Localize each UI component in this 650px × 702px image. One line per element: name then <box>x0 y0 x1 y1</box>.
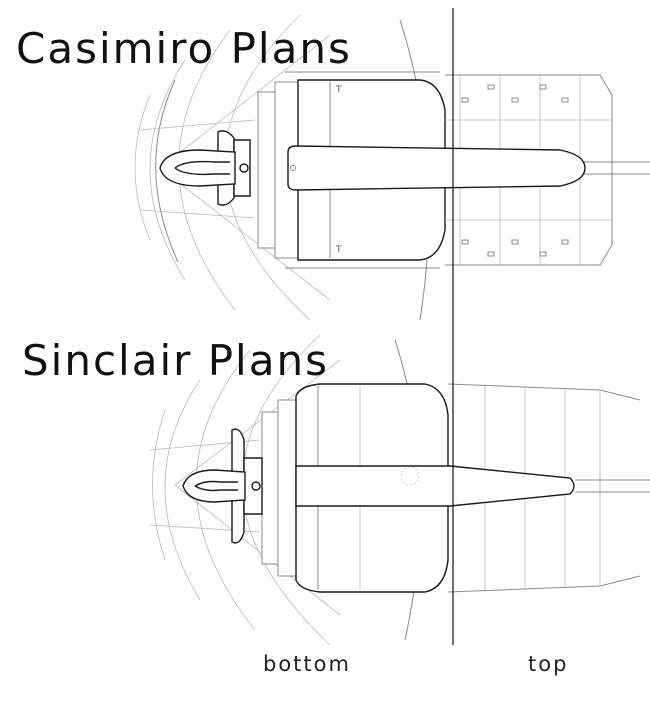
sinclair-drawing <box>149 334 650 646</box>
sinclair-scoop <box>295 465 575 507</box>
casimiro-plans-title: Casimiro Plans <box>16 24 352 73</box>
sinclair-spinner <box>182 428 263 544</box>
bottom-view-label: bottom <box>263 652 351 676</box>
top-view-label: top <box>528 652 569 676</box>
svg-text:T: T <box>335 85 342 95</box>
svg-text:T: T <box>335 245 342 255</box>
casimiro-spinner <box>159 130 251 206</box>
sinclair-plans-title: Sinclair Plans <box>22 336 329 385</box>
sinclair-fuselage-top <box>447 383 650 593</box>
casimiro-scoop <box>287 145 586 191</box>
casimiro-drawing: T T <box>134 14 650 321</box>
